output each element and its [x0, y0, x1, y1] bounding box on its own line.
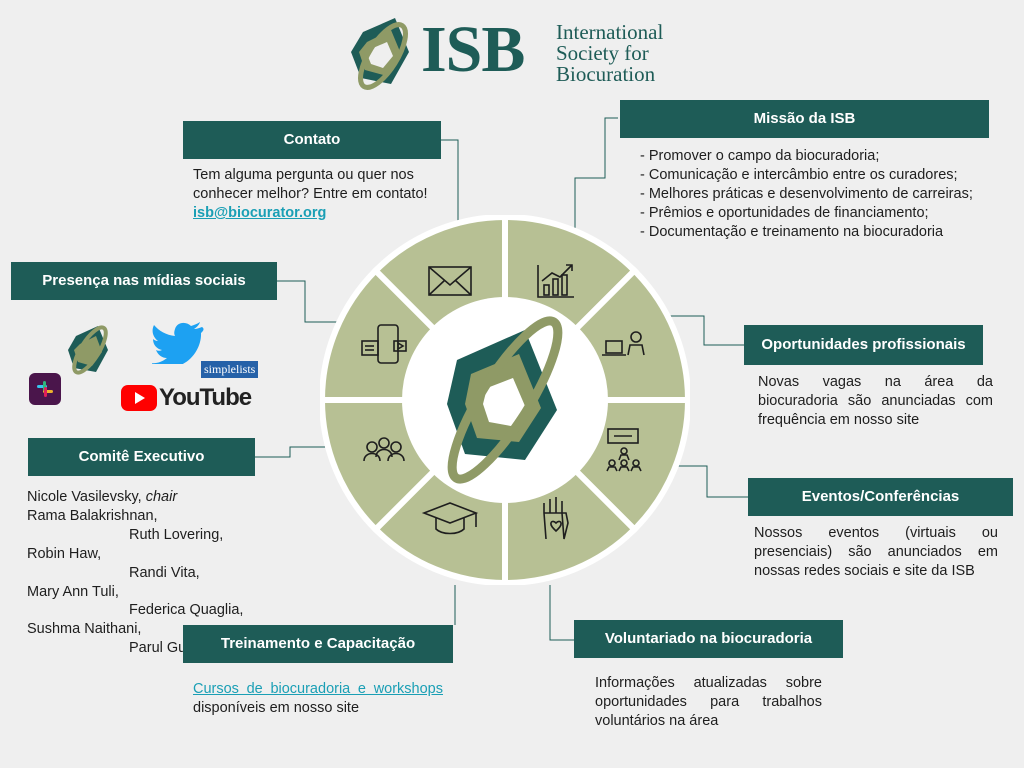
devices-icon — [361, 324, 407, 364]
missao-item: - Prêmios e oportunidades de financiamen… — [640, 205, 929, 221]
youtube-play-icon — [121, 385, 157, 411]
logo-name-line: Biocuration — [556, 62, 656, 86]
missao-item: - Comunicação e intercâmbio entre os cur… — [640, 167, 958, 183]
missao-item: - Melhores práticas e desenvolvimento de… — [640, 186, 973, 202]
treinamento-body: Cursos de biocuradoria e workshops dispo… — [193, 680, 443, 718]
member-name: Ruth Lovering, — [129, 527, 224, 543]
comite-header: Comitê Executivo — [28, 438, 255, 476]
member-name: Sushma Naithani, — [27, 621, 142, 637]
youtube-link[interactable]: YouTube — [121, 384, 252, 412]
missao-item: - Promover o campo da biocuradoria; — [640, 148, 880, 164]
simplelists-link[interactable]: simplelists — [201, 361, 259, 378]
oportunidades-text: Novas vagas na área da biocuradoria são … — [758, 374, 993, 428]
group-icon — [363, 437, 405, 462]
graduation-cap-icon — [421, 502, 479, 535]
treinamento-header: Treinamento e Capacitação — [183, 625, 453, 663]
growth-chart-icon — [537, 264, 574, 298]
missao-header: Missão da ISB — [620, 100, 989, 138]
member-role: chair — [145, 489, 178, 505]
midias-header: Presença nas mídias sociais — [11, 262, 277, 300]
services-wheel — [320, 215, 690, 585]
isb-social-logo-icon[interactable] — [62, 320, 118, 380]
cursos-link[interactable]: Cursos de biocuradoria e workshops — [193, 681, 443, 697]
member-name: Nicole Vasilevsky, chair — [27, 488, 177, 507]
isb-logo: ISB International Society for Biocuratio… — [343, 8, 698, 100]
logo-name: International Society for Biocuration — [556, 22, 663, 85]
twitter-icon[interactable] — [152, 322, 204, 364]
logo-name-line: Society for — [556, 41, 649, 65]
member-name: Robin Haw, — [27, 546, 102, 562]
isb-emblem-icon — [351, 18, 409, 90]
treinamento-text: disponíveis em nosso site — [193, 700, 360, 716]
contato-header: Contato — [183, 121, 441, 159]
member-name: Randi Vita, — [129, 565, 200, 581]
contato-email-link[interactable]: isb@biocurator.org — [193, 205, 327, 221]
contato-text: Tem alguma pergunta ou quer nos conhecer… — [193, 167, 428, 202]
eventos-header: Eventos/Conferências — [748, 478, 1013, 516]
center-emblem-icon — [447, 316, 563, 484]
raised-hand-heart-icon — [543, 497, 569, 540]
member-name-text: Nicole Vasilevsky, — [27, 489, 142, 505]
member-name: Federica Quaglia, — [129, 602, 244, 618]
voluntariado-text: Informações atualizadas sobre oportunida… — [595, 675, 822, 729]
missao-item: - Documentação e treinamento na biocurad… — [640, 224, 944, 240]
oportunidades-header: Oportunidades profissionais — [744, 325, 983, 365]
eventos-text: Nossos eventos (virtuais ou presenciais)… — [754, 525, 998, 579]
contato-body: Tem alguma pergunta ou quer nos conhecer… — [193, 166, 435, 223]
laptop-user-icon — [602, 331, 645, 356]
envelope-icon — [428, 266, 472, 296]
conference-icon — [606, 428, 642, 472]
missao-list: - Promover o campo da biocuradoria; - Co… — [640, 147, 993, 242]
youtube-wordmark: YouTube — [159, 384, 252, 411]
logo-abbrev: ISB — [421, 13, 525, 86]
voluntariado-header: Voluntariado na biocuradoria — [574, 620, 843, 658]
member-name: Rama Balakrishnan, — [27, 508, 158, 524]
member-name: Mary Ann Tuli, — [27, 584, 119, 600]
logo-name-line: International — [556, 20, 664, 44]
slack-icon[interactable] — [29, 373, 61, 405]
